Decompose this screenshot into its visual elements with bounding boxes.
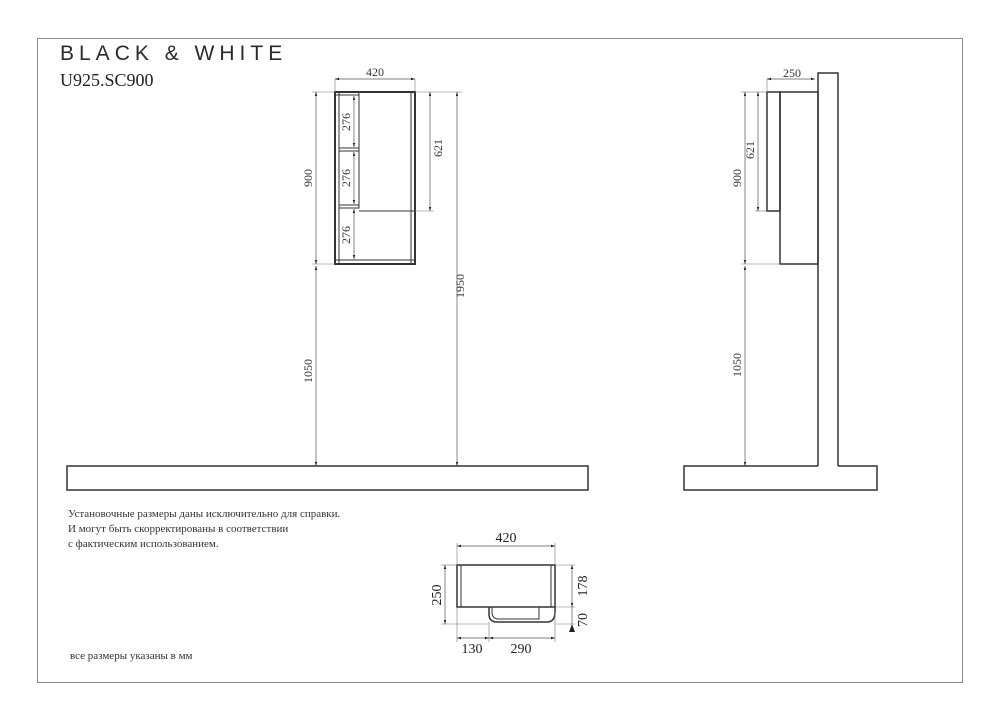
shelf-1-height-label: 276: [339, 113, 353, 131]
note-line-1: Установочные размеры даны исключительно …: [68, 508, 341, 520]
top-handle-width-label: 290: [511, 642, 532, 657]
top-door-outline: [488, 607, 556, 623]
front-width-label: 420: [366, 65, 384, 79]
side-door-height-label: 621: [743, 141, 757, 159]
side-wall: [817, 72, 839, 466]
model-number: U925.SC900: [60, 70, 154, 90]
top-cabinet-body: [456, 564, 556, 608]
top-width-label: 420: [496, 531, 517, 546]
note-line-3: с фактическим использованием.: [68, 538, 219, 550]
front-height-label: 900: [301, 169, 315, 187]
side-height-label: 900: [730, 169, 744, 187]
installation-note: Установочные размеры даны исключительно …: [68, 507, 340, 552]
side-cabinet-body: [779, 91, 819, 265]
front-mount-height-label: 1050: [301, 359, 315, 383]
side-floor-slab: [683, 465, 878, 491]
shelf-3-height-label: 276: [339, 226, 353, 244]
front-door-height-label: 621: [431, 139, 445, 157]
front-floor-slab: [66, 465, 589, 491]
front-cabinet-outline: [334, 91, 416, 265]
front-top-height-label: 1950: [453, 274, 467, 298]
top-offset-label: 130: [462, 642, 483, 657]
brand-logo: BLACK & WHITE: [60, 42, 288, 65]
side-cabinet-door: [766, 91, 781, 212]
top-body-depth-label: 178: [576, 576, 591, 597]
shelf-2-height-label: 276: [339, 169, 353, 187]
top-view: 420 250 178 70 130 290: [430, 531, 591, 657]
top-depth-label: 250: [430, 585, 445, 606]
drawing-sheet-border: [37, 38, 963, 683]
side-mount-height-label: 1050: [730, 353, 744, 377]
units-note: все размеры указаны в мм: [70, 650, 193, 662]
side-view: 250 621 900 1050: [683, 66, 878, 491]
front-view: 420 900 276 276 276 621 1950 1050: [66, 65, 589, 491]
top-handle-depth-label: 70: [576, 613, 591, 627]
note-line-2: И могут быть скорректированы в соответст…: [68, 523, 289, 535]
side-depth-label: 250: [783, 66, 801, 80]
